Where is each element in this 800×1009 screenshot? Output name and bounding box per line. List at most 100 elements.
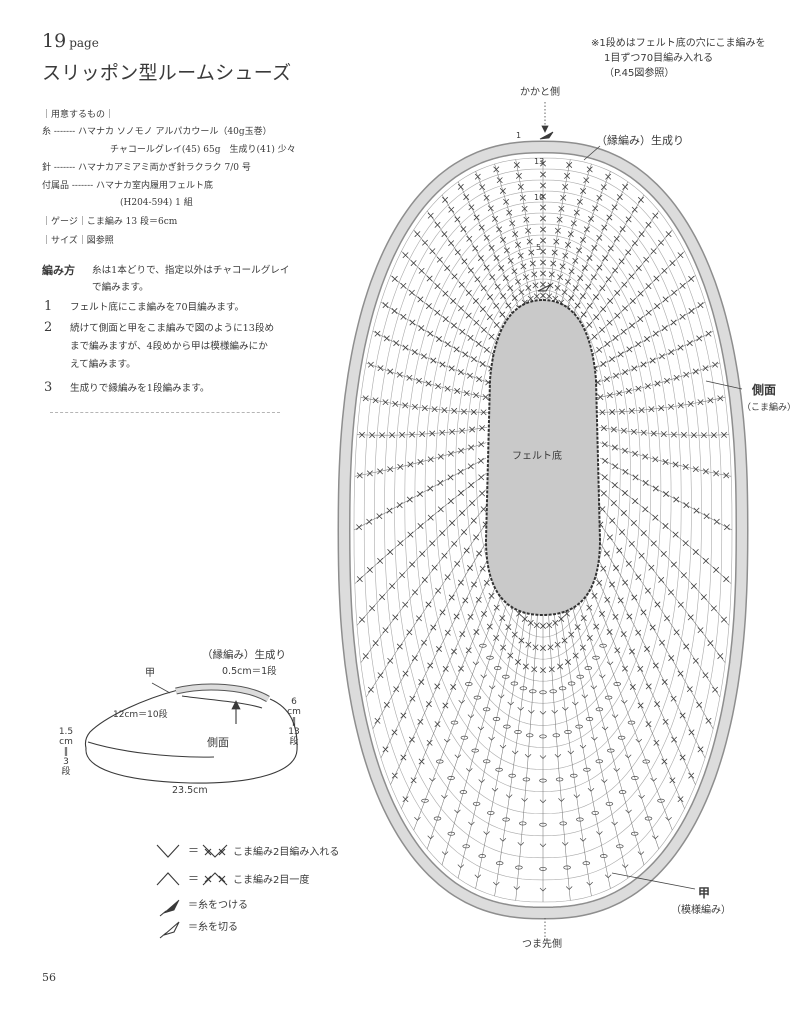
slipper-side-view: [84, 682, 298, 784]
edging-label: （縁編み）生成り: [596, 134, 684, 147]
single-crochet-marks: [569, 603, 586, 651]
join-yarn-symbol: [159, 899, 180, 917]
single-crochet-marks: [600, 490, 727, 623]
pattern-stitch-marks: [599, 643, 672, 821]
pattern-stitch-marks: [427, 655, 494, 840]
decrease-symbol-chart: [156, 872, 180, 886]
slipper-body-outline: [85, 698, 298, 784]
stitch-columns: [353, 158, 733, 902]
heel-arrowhead: [541, 125, 549, 133]
page-number: 56: [42, 971, 56, 984]
materials-line: チャコールグレイ(45) 65g 生成り(41) 少々: [110, 145, 296, 155]
single-crochet-marks: [367, 521, 489, 693]
step-number: 2: [44, 320, 53, 335]
step-text: えて編みます。: [70, 359, 136, 370]
side-view-length: 23.5cm: [172, 785, 208, 796]
page-header-label: page: [69, 36, 99, 50]
page-header-number: 19: [42, 30, 67, 52]
step-text: フェルト底にこま編みを70目編みます。: [70, 302, 245, 313]
single-crochet-marks: [602, 457, 730, 531]
single-crochet-marks: [594, 330, 712, 386]
single-crochet-marks: [531, 622, 540, 673]
legend-text: こま編み2目一度: [233, 875, 310, 886]
single-crochet-marks: [356, 457, 484, 531]
side-view-edging-height: 0.5cm＝1段: [222, 666, 277, 677]
legend-equals: ＝: [188, 872, 199, 885]
step-text: まで編みますが、4段めから甲は模様編みにか: [70, 341, 268, 352]
chart-note: 1目ずつ70目編み入れる: [604, 53, 714, 64]
pattern-stitch-marks: [493, 686, 528, 886]
side-view-heel-height: 6 cm ‖ 13 段: [284, 697, 304, 747]
legend-item-cut: ＝糸を切る: [188, 923, 238, 933]
side-view-instep-label: 甲: [145, 668, 155, 679]
dimension-part: ‖: [291, 717, 297, 727]
single-crochet-marks: [600, 425, 727, 439]
pattern-stitch-marks: [558, 686, 593, 886]
stitch-column-line: [553, 611, 592, 897]
legend-equals: ＝: [188, 922, 198, 933]
row-number: 5: [536, 243, 542, 252]
method-intro: 糸は1本どりで、指定以外はチャコールグレイ: [92, 265, 290, 276]
single-crochet-marks: [546, 162, 573, 300]
dimension-part: cm: [59, 737, 73, 747]
single-crochet-marks: [522, 619, 534, 670]
dimension-part: cm: [287, 707, 301, 717]
single-crochet-marks: [356, 474, 485, 583]
increase-symbol-chart: [156, 844, 180, 858]
single-crochet-marks: [362, 506, 487, 660]
single-crochet-marks: [362, 395, 487, 416]
edging-leader: [583, 145, 601, 161]
stitch-column-line: [494, 611, 533, 897]
single-crochet-marks: [367, 361, 489, 401]
method-heading: 編み方: [42, 264, 75, 277]
single-crochet-marks: [599, 395, 724, 416]
join-yarn-mark: [539, 131, 554, 140]
stitch-column-line: [356, 488, 488, 626]
single-crochet-marks: [597, 521, 719, 693]
single-crochet-marks: [359, 425, 486, 439]
single-crochet-marks: [356, 441, 485, 479]
instep-leader: [151, 682, 171, 694]
height-arrowhead: [231, 700, 241, 710]
increase-symbol: [202, 844, 228, 858]
materials-line: 針 ------- ハマナカアミアミ両かぎ針ラクラク 7/0 号: [42, 163, 251, 173]
slipper-inner-curve: [87, 741, 215, 758]
pattern-stitch-marks: [539, 690, 547, 892]
pattern-stitch-marks: [576, 674, 629, 869]
felt-sole-label: フェルト底: [512, 451, 562, 462]
chart-note: ※1段めはフェルト底の穴にこま編みを: [591, 38, 766, 49]
pattern-stitch-marks: [441, 666, 502, 856]
single-crochet-marks: [601, 474, 730, 583]
single-crochet-marks: [552, 166, 593, 302]
section-divider: [50, 412, 280, 413]
single-crochet-marks: [601, 441, 730, 479]
single-crochet-marks: [515, 616, 528, 665]
side-view-edging-label: （縁編み）生成り: [202, 649, 286, 661]
single-crochet-marks: [599, 506, 724, 660]
single-crochet-marks: [597, 361, 719, 401]
cut-yarn-mark: [537, 283, 552, 292]
single-crochet-marks: [493, 166, 534, 302]
method-intro: で編みます。: [92, 282, 149, 293]
pattern-stitch-marks: [567, 681, 612, 879]
pattern-stitch-marks: [474, 681, 519, 879]
chart-annotations: [537, 102, 743, 937]
instep-stitch-label: （模様編み）: [671, 905, 731, 916]
single-crochet-marks: [552, 619, 564, 670]
dimension-part: 13: [288, 727, 300, 737]
materials-line: 糸 ------- ハマナカ ソノモノ アルパカウール（40g玉巻）: [42, 127, 272, 137]
single-crochet-marks: [558, 173, 612, 306]
dimension-part: ‖: [63, 747, 69, 757]
toe-side-label: つま先側: [522, 939, 562, 950]
row-number: 13: [534, 157, 545, 166]
single-crochet-marks: [507, 610, 523, 659]
single-crochet-marks: [474, 173, 528, 306]
side-leader: [705, 380, 743, 390]
single-crochet-marks: [540, 623, 546, 674]
single-crochet-marks: [513, 162, 540, 300]
dimension-part: 段: [61, 767, 71, 777]
materials-line: (H204-594) 1 組: [120, 198, 193, 208]
materials-heading: ｜用意するもの｜: [42, 110, 115, 120]
